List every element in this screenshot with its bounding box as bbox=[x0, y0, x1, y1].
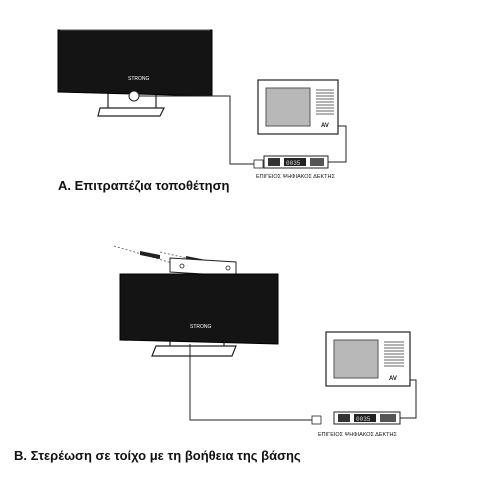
tv-a: AV bbox=[257, 79, 339, 135]
receiver-a: 0035 bbox=[263, 155, 329, 169]
tv-speaker-grille-a bbox=[316, 89, 334, 115]
antenna-b: STRONG bbox=[119, 273, 279, 345]
setup-a: STRONG 0035 ΕΠΙΓΕΙΟΣ ΨΗΦΙΑΚΟΣ ΔΕΚΤΗΣ bbox=[57, 29, 347, 180]
cable-antenna-receiver-b bbox=[189, 344, 314, 421]
brand-logo-b: STRONG bbox=[190, 324, 212, 330]
wall-bracket bbox=[169, 257, 237, 277]
cable-antenna-receiver-a bbox=[139, 95, 256, 165]
screw-icon bbox=[140, 251, 160, 259]
brand-logo-a: STRONG bbox=[128, 76, 150, 82]
receiver-label-a: ΕΠΙΓΕΙΟΣ ΨΗΦΙΑΚΟΣ ΔΕΚΤΗΣ bbox=[256, 174, 335, 180]
cable-receiver-tv-b bbox=[400, 379, 417, 419]
receiver-display-a: 0035 bbox=[286, 160, 301, 167]
tv-av-label-a: AV bbox=[321, 123, 329, 129]
plug-b bbox=[311, 415, 322, 425]
plug-a bbox=[253, 159, 264, 169]
tv-speaker-grille-b bbox=[384, 341, 404, 367]
setup-b: STRONG 0035 ΕΠΙΓΕΙΟΣ ΨΗΦΙΑΚΟΣ ΔΕΚΤΗΣ bbox=[113, 245, 417, 438]
receiver-label-b: ΕΠΙΓΕΙΟΣ ΨΗΦΙΑΚΟΣ ΔΕΚΤΗΣ bbox=[318, 432, 397, 438]
cable-receiver-tv-a bbox=[328, 125, 347, 163]
caption-wall-mount: B. Στερέωση σε τοίχο με τη βοήθεια της β… bbox=[14, 448, 301, 463]
tv-av-label-b: AV bbox=[389, 376, 397, 382]
tv-b: AV bbox=[325, 331, 411, 387]
caption-table-placement: A. Επιτραπέζια τοποθέτηση bbox=[58, 178, 230, 193]
receiver-b: 0035 bbox=[333, 411, 401, 425]
antenna-a: STRONG bbox=[57, 29, 213, 102]
receiver-display-b: 0035 bbox=[356, 416, 371, 423]
antenna-connector-a bbox=[128, 90, 140, 102]
